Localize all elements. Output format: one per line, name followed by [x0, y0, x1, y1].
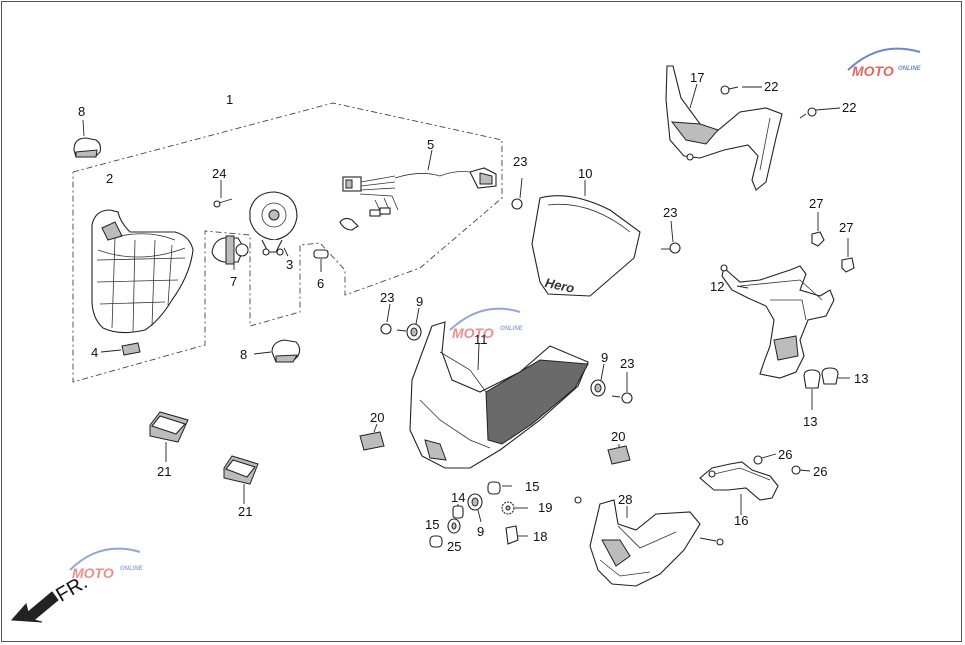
- callout-8-upper: 8: [78, 104, 85, 119]
- callout-11: 11: [474, 332, 488, 347]
- callout-27-left: 27: [809, 196, 823, 211]
- callout-10: 10: [578, 166, 592, 181]
- screw-26-right: [791, 465, 811, 475]
- callout-23-visor-left: 23: [513, 154, 527, 169]
- star-washer-19: [501, 501, 528, 515]
- callout-26-upper: 26: [778, 447, 792, 462]
- adjuster-screw-18: [505, 525, 528, 545]
- headlight-housing: [91, 209, 194, 334]
- callout-labels: 1 2 3 4 5 6 7 8 8 9 9 9 10 11 12 13 13 1…: [78, 70, 868, 554]
- watermark-tagline: ONLINE: [120, 566, 144, 572]
- callout-15-left: 15: [425, 517, 439, 532]
- screw-23-visor-right: [661, 220, 681, 254]
- headlamp-mounting-bracket: [720, 264, 835, 379]
- callout-19: 19: [538, 500, 552, 515]
- callout-22-lower: 22: [842, 100, 856, 115]
- watermark-top-right: MOTO ONLINE: [847, 47, 922, 79]
- callout-6: 6: [317, 276, 324, 291]
- housing-clip: [100, 342, 141, 356]
- callout-15-right: 15: [525, 479, 539, 494]
- watermark-tagline: ONLINE: [500, 326, 524, 332]
- front-headlight-cowl: [409, 321, 589, 469]
- callout-26-lower: 26: [813, 464, 827, 479]
- callout-23-cowl-left: 23: [380, 290, 394, 305]
- callout-20-left: 20: [370, 410, 384, 425]
- callout-5: 5: [427, 137, 434, 152]
- callout-17: 17: [690, 70, 704, 85]
- stay-bracket: [699, 461, 779, 515]
- screw-23-visor-left: [511, 177, 523, 210]
- callout-25: 25: [447, 539, 461, 554]
- bolt-27-left: [811, 212, 825, 247]
- callout-8-lower: 8: [240, 347, 247, 362]
- callout-4: 4: [91, 345, 98, 360]
- grommet-9-right: [590, 363, 606, 397]
- screw-23-cowl-left: [380, 303, 392, 335]
- watermark-letters: MOTO: [72, 565, 114, 581]
- wiring-harness: [339, 149, 497, 231]
- upper-cowl-bracket: [665, 65, 783, 191]
- screw-23-cowl-right: [611, 372, 633, 404]
- bulb-socket-holder: [249, 191, 298, 257]
- grommet-9-left: [396, 307, 422, 341]
- mounting-clip-21-upper: [149, 411, 189, 462]
- collar-14: [452, 504, 464, 519]
- bolt-27-right: [841, 238, 855, 273]
- screw-22-upper: [720, 85, 762, 95]
- spring-nut-20-left: [359, 423, 385, 451]
- callout-12: 12: [710, 279, 724, 294]
- front-direction-indicator: FR.: [10, 571, 91, 623]
- callout-9-left: 9: [416, 294, 423, 309]
- callout-1: 1: [226, 92, 233, 107]
- rubber-cap-lower: [253, 339, 301, 363]
- callout-13-lower: 13: [803, 414, 817, 429]
- callout-2: 2: [106, 171, 113, 186]
- callout-23-cowl-right: 23: [620, 356, 634, 371]
- bushing-13-upper: [821, 367, 850, 385]
- callout-3: 3: [286, 257, 293, 272]
- watermark-tagline: ONLINE: [898, 66, 922, 72]
- watermark-center: MOTO ONLINE: [449, 307, 524, 341]
- mounting-clip-21-lower: [223, 455, 259, 504]
- rubber-cap-upper: [73, 119, 102, 158]
- watermark-bottom-left: MOTO ONLINE: [69, 547, 144, 581]
- callout-23-visor-right: 23: [663, 205, 677, 220]
- callout-7: 7: [230, 274, 237, 289]
- callout-16: 16: [734, 513, 748, 528]
- lower-front-cowl: [574, 496, 724, 587]
- collar-15-lower: [429, 535, 443, 548]
- windscreen-visor: Hero: [531, 180, 641, 297]
- callout-9-lower: 9: [477, 524, 484, 539]
- callout-24: 24: [212, 166, 226, 181]
- collar-15-upper: [487, 481, 512, 495]
- washer-25: [447, 518, 461, 534]
- spring-nut-20-right: [607, 444, 631, 465]
- callout-20-right: 20: [611, 429, 625, 444]
- callout-18: 18: [533, 529, 547, 544]
- screw-24: [213, 180, 233, 208]
- callout-21-lower: 21: [238, 504, 252, 519]
- visor-brand-logo: Hero: [544, 275, 576, 296]
- bushing-13-lower: [803, 369, 821, 410]
- callout-9-right: 9: [601, 350, 608, 365]
- callout-22-upper: 22: [764, 79, 778, 94]
- callout-21-upper: 21: [157, 464, 171, 479]
- position-bulb: [313, 249, 329, 272]
- grommet-9-lower: [467, 493, 483, 523]
- callout-28: 28: [618, 492, 632, 507]
- callout-13-right: 13: [854, 371, 868, 386]
- watermark-letters: MOTO: [852, 63, 894, 79]
- headlamp-bulb: [211, 235, 249, 270]
- callout-27-right: 27: [839, 220, 853, 235]
- screw-26-left: [753, 453, 777, 465]
- headlight-assembly-boundary: [72, 102, 503, 383]
- watermark-letters: MOTO: [452, 325, 494, 341]
- callout-14: 14: [451, 490, 465, 505]
- screw-22-lower: [799, 107, 841, 119]
